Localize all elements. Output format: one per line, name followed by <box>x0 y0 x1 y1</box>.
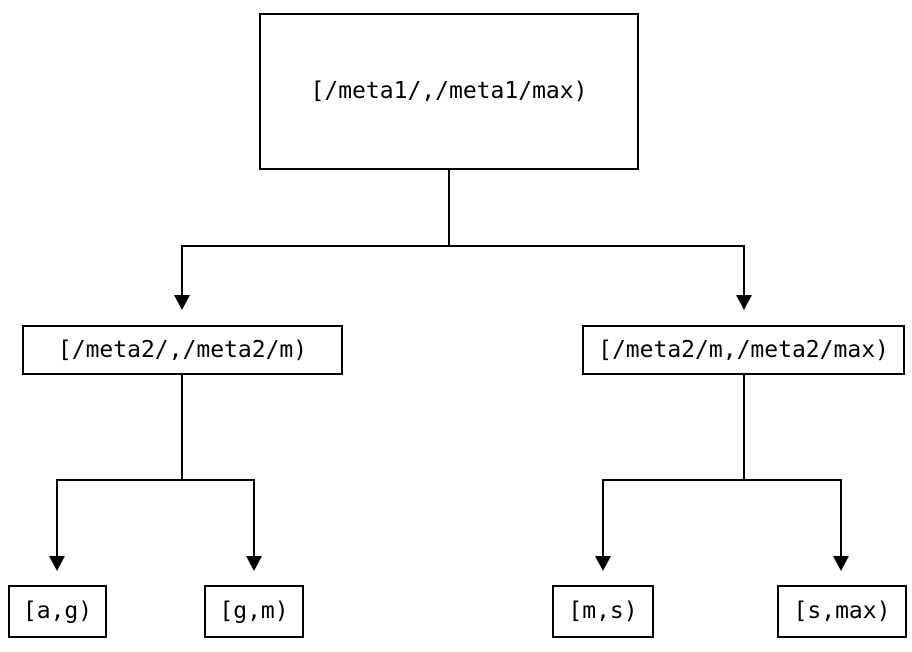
node-leaf-gm: [g,m) <box>204 585 304 638</box>
node-leaf-ms: [m,s) <box>552 585 654 638</box>
arrowhead-meta2-high <box>736 295 752 310</box>
arrowhead-leaf-ag <box>49 556 65 571</box>
node-leaf-ms-label: [m,s) <box>568 598 638 624</box>
node-leaf-smax-label: [s,max) <box>793 598 891 624</box>
node-leaf-gm-label: [g,m) <box>219 598 289 624</box>
arrowhead-meta2-low <box>174 295 190 310</box>
arrowhead-leaf-smax <box>833 556 849 571</box>
node-leaf-smax: [s,max) <box>777 585 907 638</box>
node-leaf-ag: [a,g) <box>8 585 107 638</box>
arrowhead-leaf-ms <box>595 556 611 571</box>
node-leaf-ag-label: [a,g) <box>22 598 93 624</box>
arrowhead-leaf-gm <box>246 556 262 571</box>
node-root-label: [/meta1/,/meta1/max) <box>310 78 588 104</box>
node-meta2-low: [/meta2/,/meta2/m) <box>22 325 343 375</box>
node-meta2-low-label: [/meta2/,/meta2/m) <box>57 336 308 363</box>
node-meta2-high-label: [/meta2/m,/meta2/max) <box>598 336 889 363</box>
node-root: [/meta1/,/meta1/max) <box>259 13 639 170</box>
node-meta2-high: [/meta2/m,/meta2/max) <box>582 325 905 375</box>
